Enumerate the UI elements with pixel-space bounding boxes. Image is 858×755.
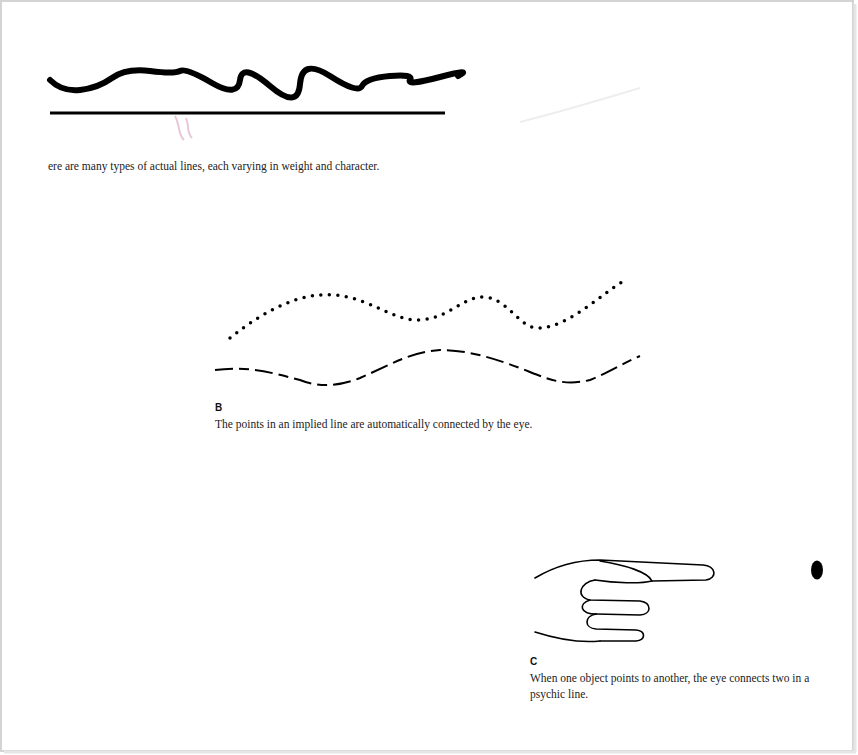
index-finger: [535, 560, 714, 581]
scan-smudge: [175, 116, 192, 140]
wrist-line: [535, 632, 600, 642]
dashed-line: [215, 350, 640, 385]
dotted-line: [230, 280, 625, 338]
pointing-hand: [535, 560, 714, 642]
thick-wavy-line: [50, 69, 463, 98]
thumb: [595, 561, 652, 583]
figure-letter: C: [530, 656, 537, 668]
frame-shadow: [854, 4, 857, 752]
figure-letter: B: [215, 402, 222, 414]
frame-shadow: [4, 751, 856, 754]
curled-finger: [582, 600, 596, 614]
scan-smudge: [520, 88, 640, 122]
curled-finger: [581, 580, 649, 615]
target-dot: [811, 561, 823, 580]
figure-caption: ere are many types of actual lines, each…: [48, 158, 379, 174]
straight-line: [50, 112, 445, 115]
curled-finger: [587, 614, 644, 641]
figure-caption: The points in an implied line are automa…: [215, 416, 532, 432]
figure-caption: When one object points to another, the e…: [530, 670, 830, 702]
